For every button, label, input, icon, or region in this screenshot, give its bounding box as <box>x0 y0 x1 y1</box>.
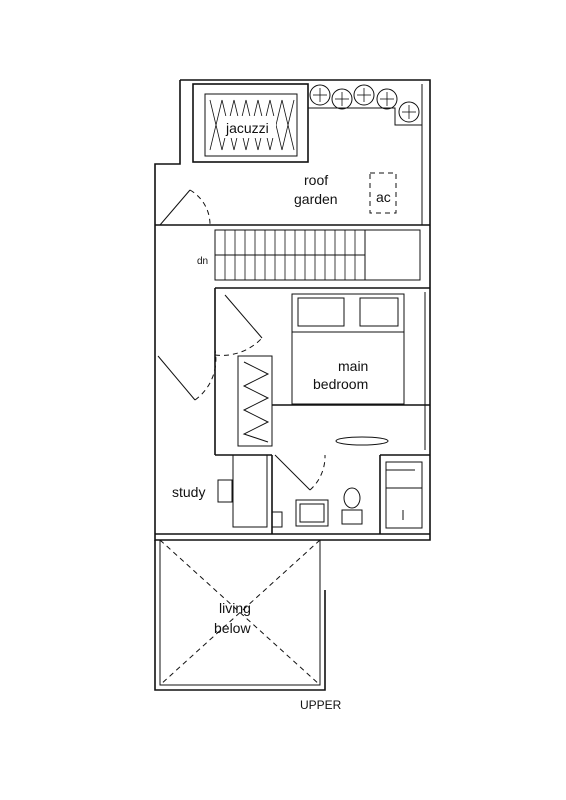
bedroom-door <box>214 294 263 356</box>
bedroom-vanity <box>335 436 389 446</box>
study-label: study <box>172 484 205 500</box>
staircase <box>155 224 430 289</box>
main-bedroom <box>214 288 431 455</box>
jacuzzi-label: jacuzzi <box>225 120 269 136</box>
living-below-void <box>159 539 321 686</box>
study-room <box>215 454 283 534</box>
living-below-label-line1: living <box>219 600 251 616</box>
stair-down-label: dn <box>197 256 208 267</box>
ac-unit-outline <box>369 172 397 214</box>
exterior-walls <box>154 79 431 691</box>
level-caption: UPPER <box>300 698 342 712</box>
jacuzzi-tub <box>192 83 309 163</box>
living-below-label-line2: below <box>214 620 251 636</box>
roof-garden-door <box>159 189 211 226</box>
main-bedroom-label-line1: main <box>338 358 368 374</box>
planter-shrubs <box>308 84 423 225</box>
roof-garden-label-line1: roof <box>304 172 328 188</box>
bathroom <box>274 454 430 534</box>
bed <box>291 293 405 405</box>
ac-label: ac <box>376 189 391 205</box>
corridor-door <box>157 349 217 401</box>
main-bedroom-label-line2: bedroom <box>313 376 368 392</box>
wardrobe <box>237 355 273 447</box>
roof-garden-label-line2: garden <box>294 191 338 207</box>
